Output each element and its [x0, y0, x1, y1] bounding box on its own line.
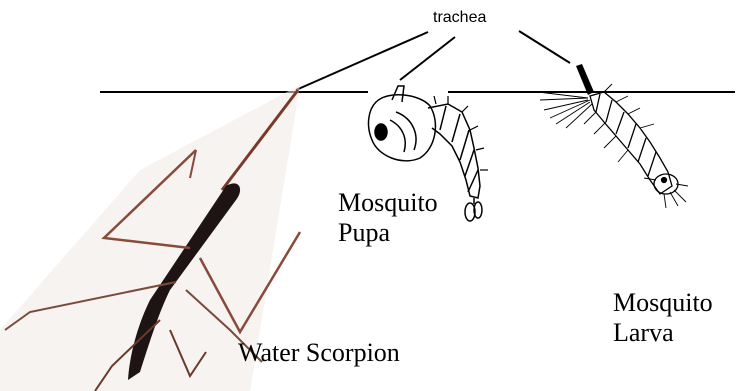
- mosquito-larva-label-line-2: Larva: [613, 318, 713, 348]
- larva-segments: [596, 94, 656, 176]
- pupa-eye: [375, 124, 387, 140]
- larva-lateral-hairs: [584, 84, 654, 162]
- pupa-wing-case-inner: [390, 120, 405, 152]
- larva-body: [590, 92, 672, 194]
- mosquito-larva-label-line-1: Mosquito: [613, 288, 713, 318]
- pupa-segment-5: [468, 170, 478, 192]
- trachea-pointer-larva: [519, 31, 570, 63]
- pupa-segment-2: [452, 114, 460, 142]
- mosquito-larva-label: Mosquito Larva: [613, 288, 713, 348]
- larva-tail-bristles: [538, 92, 592, 128]
- mosquito-larva-illustration: [538, 64, 688, 208]
- trachea-pointer-pupa: [400, 37, 455, 80]
- pupa-segment-4: [465, 150, 474, 176]
- trachea-pointer-scorpion: [296, 32, 428, 90]
- trachea-label: trachea: [433, 9, 486, 27]
- mosquito-pupa-label: Mosquito Pupa: [338, 188, 438, 248]
- mosquito-pupa-label-line-2: Pupa: [338, 218, 438, 248]
- pupa-segment-3: [460, 130, 469, 160]
- larva-siphon: [576, 64, 594, 95]
- larva-mouth-brushes: [644, 178, 688, 208]
- larva-eye: [662, 178, 667, 183]
- mosquito-pupa-label-line-1: Mosquito: [338, 188, 438, 218]
- pupa-segment-1: [440, 106, 446, 130]
- water-scorpion-label: Water Scorpion: [238, 338, 400, 368]
